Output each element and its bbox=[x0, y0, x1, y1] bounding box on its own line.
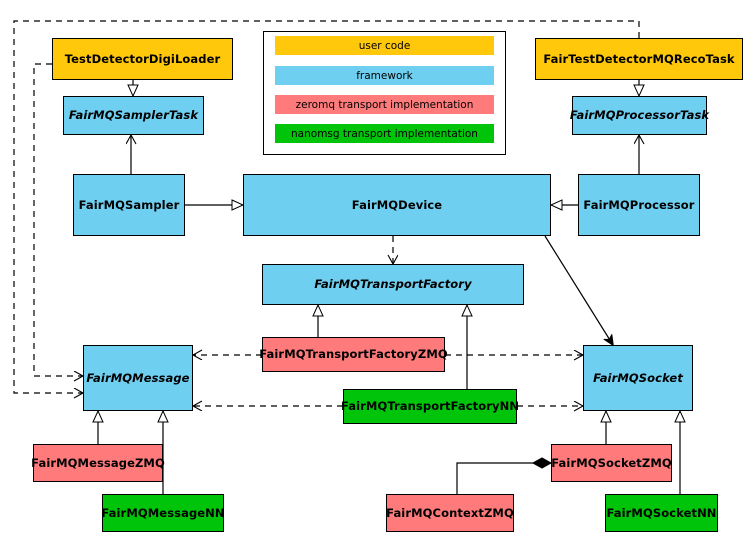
legend-item-framework: framework bbox=[275, 66, 494, 85]
legend-item-user-code: user code bbox=[275, 36, 494, 55]
class-node-fairmqtransportfactorynn[interactable]: FairMQTransportFactoryNN bbox=[341, 389, 519, 424]
class-node-fairmqsocket[interactable]: FairMQSocket bbox=[583, 345, 693, 411]
class-node-fairmqsampler[interactable]: FairMQSampler bbox=[73, 174, 185, 236]
class-node-fairmqcontextzmq[interactable]: FairMQContextZMQ bbox=[386, 494, 514, 532]
class-node-fairmqmessagezmq[interactable]: FairMQMessageZMQ bbox=[31, 444, 165, 482]
class-node-fairmqsocketzmq[interactable]: FairMQSocketZMQ bbox=[551, 444, 672, 482]
class-node-fairmqprocessortask[interactable]: FairMQProcessorTask bbox=[570, 96, 709, 135]
class-node-fairmqsamplertask[interactable]: FairMQSamplerTask bbox=[63, 96, 204, 135]
legend-item-nanomsg: nanomsg transport implementation bbox=[275, 124, 494, 143]
class-node-testdetectordigiloader[interactable]: TestDetectorDigiLoader bbox=[52, 38, 233, 80]
class-node-fairmqprocessor[interactable]: FairMQProcessor bbox=[578, 174, 700, 236]
class-node-fairmqmessage[interactable]: FairMQMessage bbox=[83, 345, 193, 411]
class-node-fairmqdevice[interactable]: FairMQDevice bbox=[243, 174, 551, 236]
edge-contextzmq-to-socketzmq bbox=[456, 463, 551, 494]
legend-label-nanomsg: nanomsg transport implementation bbox=[291, 127, 478, 140]
edge-device-to-socket bbox=[544, 235, 613, 345]
legend-label-user-code: user code bbox=[358, 39, 411, 52]
class-node-fairmqmessagenn[interactable]: FairMQMessageNN bbox=[101, 494, 225, 532]
legend-item-zeromq: zeromq transport implementation bbox=[275, 95, 494, 114]
class-node-fairmqsocketnn[interactable]: FairMQSocketNN bbox=[605, 494, 718, 532]
class-node-fairtestdetectormqrecotask[interactable]: FairTestDetectorMQRecoTask bbox=[535, 38, 743, 80]
class-node-fairmqtransportfactoryzmq[interactable]: FairMQTransportFactoryZMQ bbox=[259, 337, 448, 372]
legend-label-framework: framework bbox=[356, 69, 413, 82]
class-node-fairmqtransportfactory[interactable]: FairMQTransportFactory bbox=[262, 264, 524, 305]
legend-label-zeromq: zeromq transport implementation bbox=[295, 98, 474, 111]
